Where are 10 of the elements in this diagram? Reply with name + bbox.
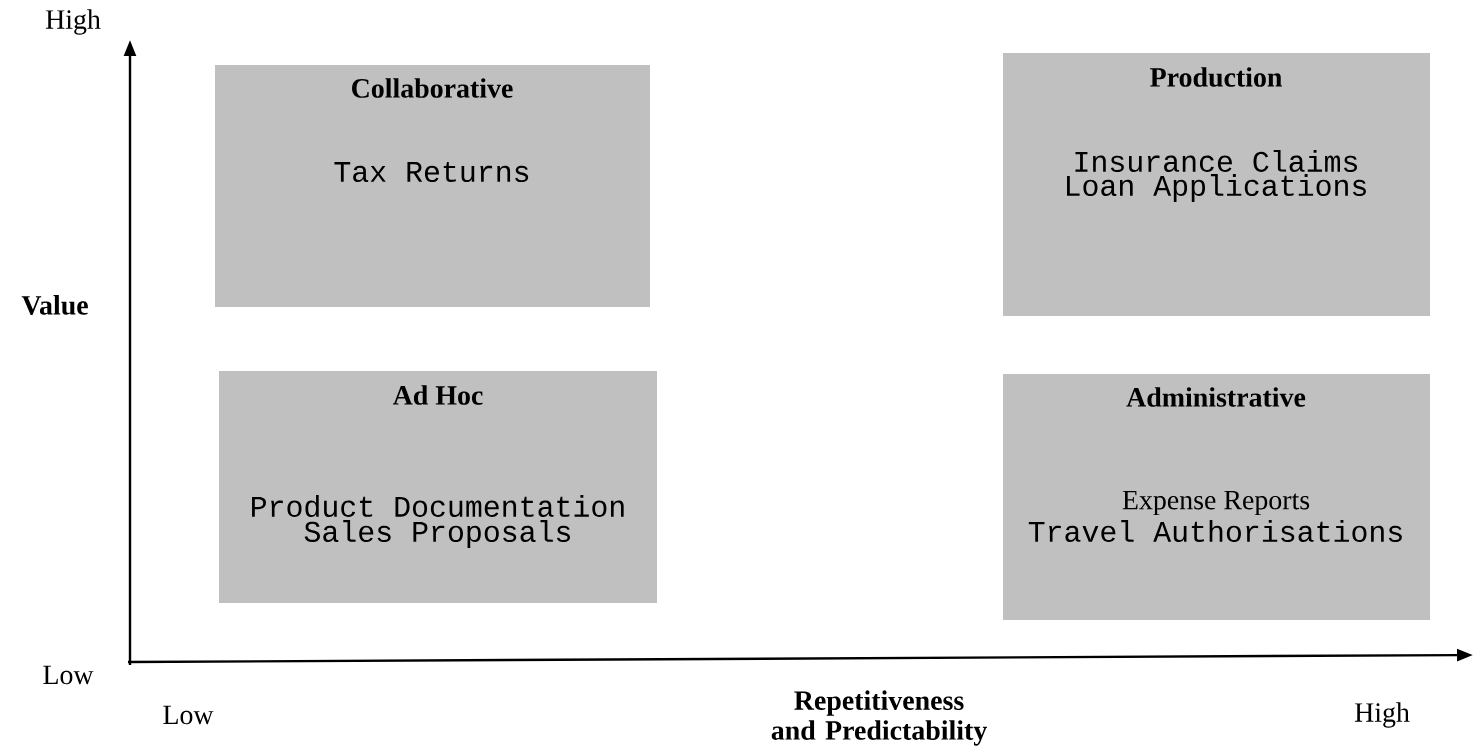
quadrant-box: Production Insurance Claims Loan Applications (1003, 53, 1430, 316)
quadrant-box: Collaborative Tax Returns (215, 65, 650, 307)
axis-title: Repetitiveness and Predictability (771, 690, 987, 746)
axis-label: High (1354, 702, 1410, 728)
quadrant-box: Ad Hoc Product Documentation Sales Proposals (219, 371, 657, 603)
axis-title: Value (21, 295, 88, 315)
axis-label: Low (163, 705, 214, 725)
axis-label: Low (43, 665, 94, 685)
quadrant-box: Administrative Expense Reports Travel Authorisations (1003, 374, 1430, 620)
axis-label: High (45, 9, 101, 35)
